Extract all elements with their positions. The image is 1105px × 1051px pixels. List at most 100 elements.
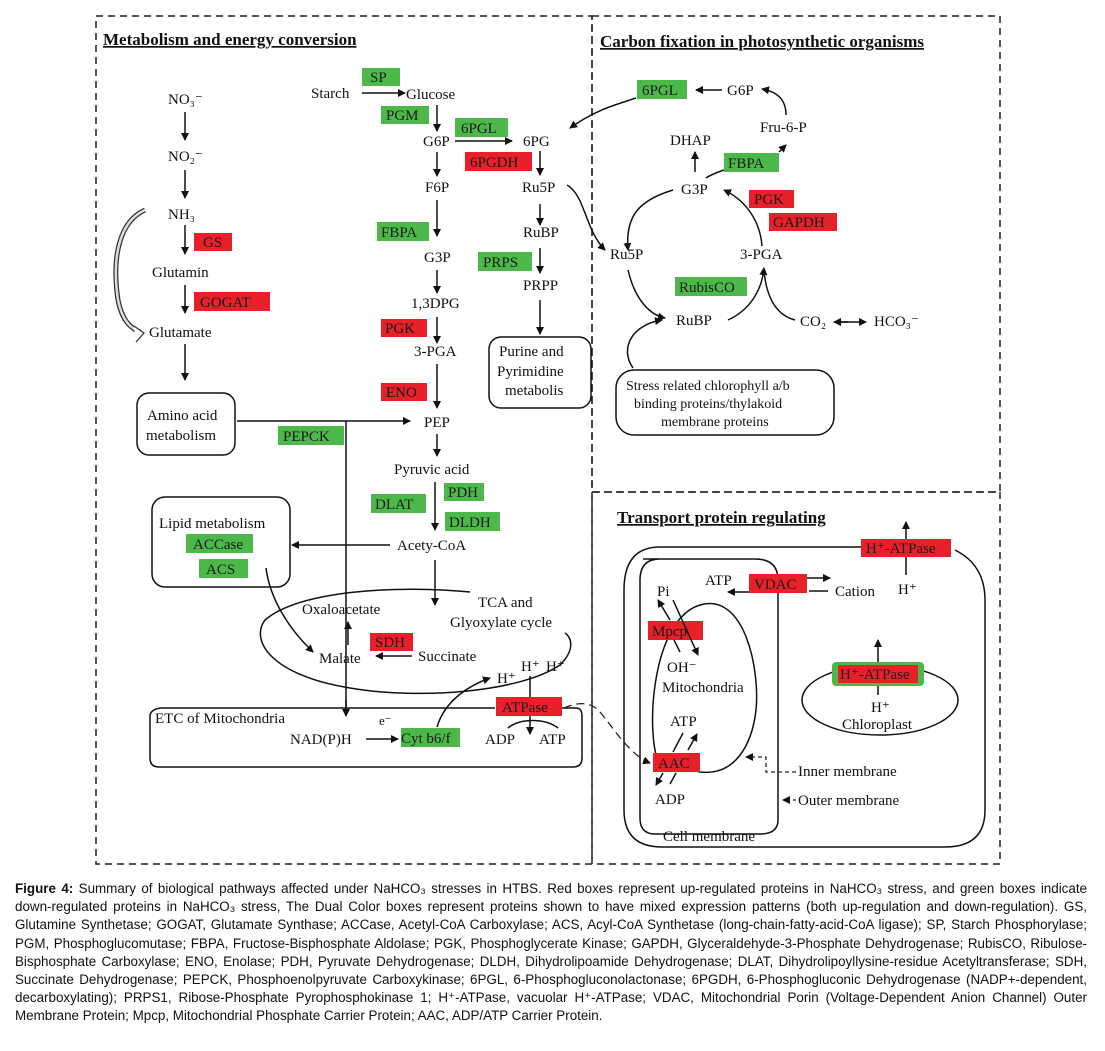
enzyme-box-gs — [194, 233, 232, 251]
hplus-2: H⁺ — [521, 659, 540, 675]
metabolite-g3p: G3P — [424, 250, 451, 266]
nitrogen-pathway: NO₃⁻ NO₂⁻ NH₃ GS Glutamin GOGAT Glutamat… — [113, 92, 270, 381]
enzyme-box-hatpase-chl — [838, 665, 918, 683]
caption-label: Figure 4: — [15, 881, 74, 896]
chloroplast-hplus: H⁺ — [871, 700, 890, 716]
purine-line1: Purine and — [499, 344, 564, 360]
enzyme-box-carbon-pgk — [749, 190, 794, 208]
enzyme-box-pgm — [381, 106, 429, 124]
enzyme-pgk: PGK — [385, 321, 415, 337]
enzyme-box-vdac — [749, 574, 807, 593]
enzyme-box-6pgdh — [465, 152, 532, 171]
purine-line3: metabolis — [505, 383, 563, 399]
metabolite-fru6p: Fru-6-P — [760, 120, 807, 136]
enzyme-hatpase-chl: H⁺-ATPase — [840, 667, 910, 683]
enzyme-dldh: DLDH — [449, 515, 491, 531]
metabolite-pep: PEP — [424, 415, 450, 431]
metabolite-6pg: 6PG — [523, 134, 550, 150]
stress-line2: binding proteins/thylakoid — [634, 397, 782, 412]
enzyme-cyt: Cyt b6/f — [401, 731, 451, 747]
enzyme-sp: SP — [370, 70, 387, 86]
enzyme-vdac: VDAC — [754, 577, 797, 593]
enzyme-box-cyt — [401, 728, 460, 747]
transport-chloroplast: Chloroplast — [842, 717, 913, 733]
metabolite-succinate: Succinate — [418, 649, 477, 665]
enzyme-box-pgk — [381, 319, 427, 337]
enzyme-aac: AAC — [658, 756, 690, 772]
enzyme-6pgdh: 6PGDH — [470, 155, 519, 171]
enzyme-sdh: SDH — [375, 635, 405, 651]
enzyme-box-rubisco — [675, 277, 747, 296]
enzyme-box-dlat — [371, 494, 426, 513]
enzyme-dlat: DLAT — [375, 497, 413, 513]
tca-label-line1: TCA and — [478, 595, 533, 611]
metabolite-carbon-rubp: RuBP — [676, 313, 712, 329]
transport-pi: Pi — [657, 584, 670, 600]
metabolite-glutamin: Glutamin — [152, 265, 209, 281]
enzyme-box-aac — [653, 753, 700, 772]
transport-oh: OH⁻ — [667, 660, 697, 676]
enzyme-pdh: PDH — [448, 485, 478, 501]
pathway-diagram: Metabolism and energy conversion Carbon … — [95, 15, 1001, 865]
tca-cycle: Oxaloacetate Malate Succinate SDH TCA an… — [259, 588, 572, 695]
enzyme-eno: ENO — [386, 385, 417, 401]
transport-adp: ADP — [655, 792, 685, 808]
enzyme-carbon-pgk: PGK — [754, 192, 784, 208]
transport-atp2: ATP — [670, 714, 697, 730]
transport-pathway: H⁺-ATPase H⁺ ATP VDAC Cation Pi Mpcp OH⁻… — [563, 521, 986, 848]
enzyme-fbpa: FBPA — [381, 225, 417, 241]
transport-cation: Cation — [835, 584, 875, 600]
panel-transport-title: Transport protein regulating — [617, 508, 826, 527]
enzyme-box-atpase — [496, 697, 562, 716]
glycolysis-pathway: Starch SP Glucose PGM G6P 6PGL F6P FBPA … — [291, 68, 513, 606]
amino-acid-line2: metabolism — [146, 428, 216, 444]
enzyme-rubisco: RubisCO — [679, 280, 735, 296]
metabolite-pyruvic: Pyruvic acid — [394, 462, 470, 478]
metabolite-adp: ADP — [485, 732, 515, 748]
curved-arrow-icon — [113, 207, 147, 335]
transport-atp1: ATP — [705, 573, 732, 589]
electron-label: e⁻ — [379, 713, 392, 728]
metabolite-dhap: DHAP — [670, 133, 711, 149]
metabolite-carbon-ru5p: Ru5P — [610, 247, 643, 263]
enzyme-box-6pgl — [455, 118, 508, 137]
enzyme-box-carbon-6pgl — [637, 80, 687, 99]
metabolite-nh3: NH₃ — [168, 207, 195, 223]
enzyme-box-sp — [362, 68, 400, 86]
enzyme-atpase: ATPase — [502, 700, 548, 716]
metabolite-rubp: RuBP — [523, 225, 559, 241]
cell-membrane-label: Cell membrane — [663, 829, 755, 845]
metabolite-g6p: G6P — [423, 134, 450, 150]
enzyme-box-pepck — [278, 426, 344, 445]
enzyme-pepck: PEPCK — [283, 429, 330, 445]
metabolite-nadph: NAD(P)H — [290, 732, 352, 748]
enzyme-box-fbpa — [377, 222, 429, 241]
enzyme-box-acs — [199, 559, 248, 578]
amino-acid-metabolism-box — [136, 392, 236, 456]
metabolite-ru5p: Ru5P — [522, 180, 555, 196]
enzyme-box-sdh — [370, 633, 413, 651]
panel-transport-border — [591, 491, 1001, 865]
metabolite-carbon-g3p: G3P — [681, 182, 708, 198]
stress-line1: Stress related chlorophyll a/b — [626, 379, 790, 394]
metabolite-starch: Starch — [311, 86, 350, 102]
enzyme-box-gogat — [194, 292, 270, 311]
enzyme-pgm: PGM — [386, 108, 419, 124]
caption-text: Summary of biological pathways affected … — [15, 881, 1087, 1024]
panel-carbon-title: Carbon fixation in photosynthetic organi… — [600, 32, 924, 51]
metabolite-hco3: HCO₃⁻ — [874, 314, 919, 330]
enzyme-gs: GS — [203, 235, 222, 251]
cell-membrane — [623, 546, 986, 848]
enzyme-box-hatpase-top — [861, 539, 951, 557]
stress-proteins-box — [615, 369, 835, 436]
enzyme-box-eno — [381, 383, 427, 401]
enzyme-box-carbon-fbpa — [724, 153, 779, 172]
etc-label: ETC of Mitochondria — [155, 711, 285, 727]
enzyme-mpcp: Mpcp — [652, 624, 687, 640]
metabolite-glutamate: Glutamate — [149, 325, 212, 341]
pentose-phosphate-pathway: 6PG 6PGDH Ru5P RuBP PRPS PRPP Purine and… — [465, 97, 637, 409]
etc-mitochondria: ETC of Mitochondria NAD(P)H e⁻ Cyt b6/f … — [149, 659, 583, 768]
enzyme-gogat: GOGAT — [200, 295, 251, 311]
stress-line3: membrane proteins — [661, 415, 769, 430]
transport-hplus: H⁺ — [898, 582, 917, 598]
